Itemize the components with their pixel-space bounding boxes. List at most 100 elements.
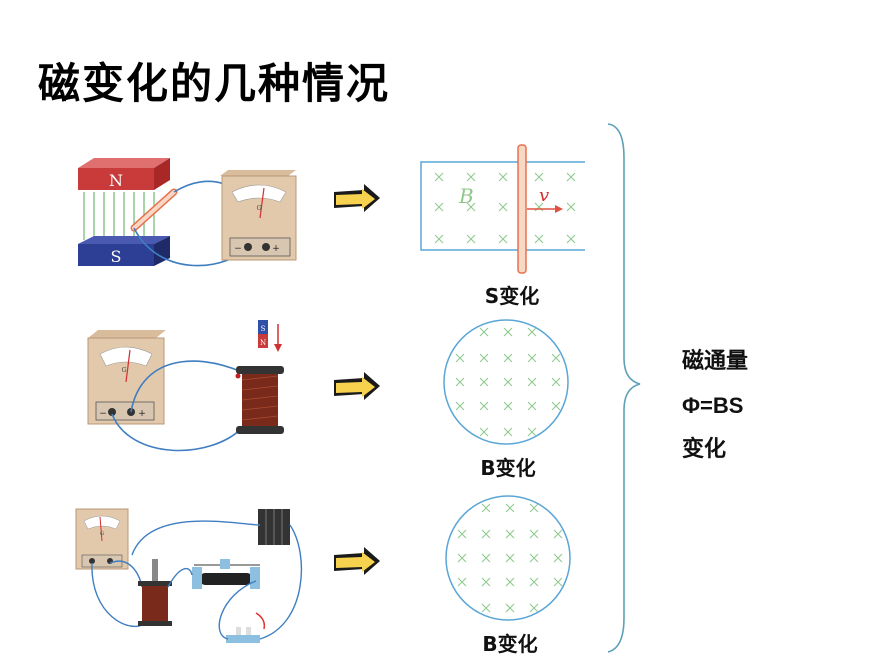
field-cross-mark	[503, 401, 513, 411]
field-cross-mark	[457, 577, 467, 587]
field-cross-mark	[527, 401, 537, 411]
field-cross-mark	[566, 202, 576, 212]
field-cross-mark	[498, 202, 508, 212]
conducting-rod	[132, 190, 176, 230]
field-cross-mark	[434, 202, 444, 212]
magnet-north-block: N	[78, 158, 170, 190]
field-cross-mark	[527, 327, 537, 337]
circular-loop	[445, 495, 571, 621]
page-title: 磁变化的几种情况	[38, 59, 391, 108]
field-cross-mark	[434, 234, 444, 244]
field-cross-mark	[529, 577, 539, 587]
field-cross-mark	[457, 529, 467, 539]
field-cross-mark	[481, 529, 491, 539]
galvanometer: G − +	[87, 330, 166, 425]
galvanometer: G − +	[220, 170, 297, 261]
curly-brace	[607, 123, 641, 653]
field-cross-mark	[505, 553, 515, 563]
svg-text:G: G	[100, 531, 104, 537]
field-cross-mark	[498, 234, 508, 244]
moving-rod	[517, 144, 527, 274]
field-diagram-rails: B v	[420, 144, 585, 274]
magnet-south-label: S	[111, 247, 122, 266]
wire	[111, 413, 243, 452]
summary-line-flux: 磁通量	[682, 349, 749, 374]
field-cross-mark	[505, 577, 515, 587]
circular-loop	[443, 319, 569, 445]
field-cross-mark	[466, 234, 476, 244]
field-cross-mark	[455, 377, 465, 387]
summary-line-change: 变化	[682, 437, 727, 462]
field-cross-mark	[566, 172, 576, 182]
field-diagram-circle	[443, 319, 569, 445]
field-cross-mark	[479, 377, 489, 387]
field-cross-mark	[529, 553, 539, 563]
field-cross-mark	[479, 427, 489, 437]
bar-magnet: S N	[258, 320, 268, 348]
field-cross-mark	[566, 234, 576, 244]
field-label-b: B	[458, 184, 474, 208]
field-crosses	[455, 327, 561, 437]
apparatus-rheostat-circuit: G	[75, 508, 303, 643]
caption-b-change: B变化	[480, 456, 536, 480]
field-cross-mark	[553, 553, 563, 563]
caption-s-change: S变化	[484, 284, 540, 308]
svg-text:+: +	[272, 244, 280, 254]
svg-text:S: S	[261, 325, 266, 333]
apparatus-magnet-coil: G − + S N	[87, 320, 284, 452]
field-cross-mark	[527, 427, 537, 437]
svg-text:−: −	[234, 244, 242, 254]
field-cross-mark	[529, 503, 539, 513]
field-cross-mark	[455, 353, 465, 363]
field-cross-mark	[505, 503, 515, 513]
svg-text:+: +	[138, 409, 146, 419]
field-cross-mark	[457, 553, 467, 563]
arrow-right-icon	[334, 547, 380, 575]
summary-line-formula: Φ=BS	[682, 393, 744, 418]
summary-conclusion: 磁通量 Φ=BS 变化	[682, 340, 748, 472]
field-cross-mark	[503, 327, 513, 337]
field-cross-mark	[481, 603, 491, 613]
arrow-right-icon	[334, 372, 380, 400]
field-cross-mark	[503, 353, 513, 363]
field-cross-mark	[527, 377, 537, 387]
field-crosses	[457, 503, 563, 613]
switch	[226, 627, 260, 643]
field-cross-mark	[479, 401, 489, 411]
field-cross-mark	[434, 172, 444, 182]
field-cross-mark	[466, 172, 476, 182]
apparatus-moving-rod: N S G − +	[78, 158, 297, 267]
field-cross-mark	[503, 427, 513, 437]
velocity-label: v	[539, 185, 549, 206]
field-cross-mark	[534, 234, 544, 244]
coil	[235, 366, 284, 434]
field-cross-mark	[534, 172, 544, 182]
rotate-arrow-icon	[255, 612, 266, 630]
field-cross-mark	[551, 353, 561, 363]
field-diagram-circle	[445, 495, 571, 621]
battery	[258, 509, 290, 545]
field-cross-mark	[505, 529, 515, 539]
magnet-north-label: N	[109, 171, 123, 190]
wire	[130, 360, 243, 413]
svg-text:G: G	[122, 367, 127, 374]
field-cross-mark	[551, 401, 561, 411]
field-cross-mark	[481, 553, 491, 563]
down-arrow-icon	[274, 324, 282, 352]
field-cross-mark	[529, 529, 539, 539]
field-cross-mark	[505, 603, 515, 613]
field-cross-mark	[455, 401, 465, 411]
caption-b-change: B变化	[482, 632, 538, 656]
rheostat	[192, 559, 260, 589]
svg-text:G: G	[257, 205, 262, 212]
field-cross-mark	[481, 503, 491, 513]
field-cross-mark	[466, 202, 476, 212]
field-cross-mark	[481, 577, 491, 587]
galvanometer: G	[75, 508, 129, 570]
field-cross-mark	[527, 353, 537, 363]
rail-loop	[420, 161, 585, 251]
svg-text:−: −	[99, 409, 107, 419]
field-cross-mark	[529, 603, 539, 613]
svg-text:N: N	[260, 339, 266, 347]
field-cross-mark	[553, 529, 563, 539]
